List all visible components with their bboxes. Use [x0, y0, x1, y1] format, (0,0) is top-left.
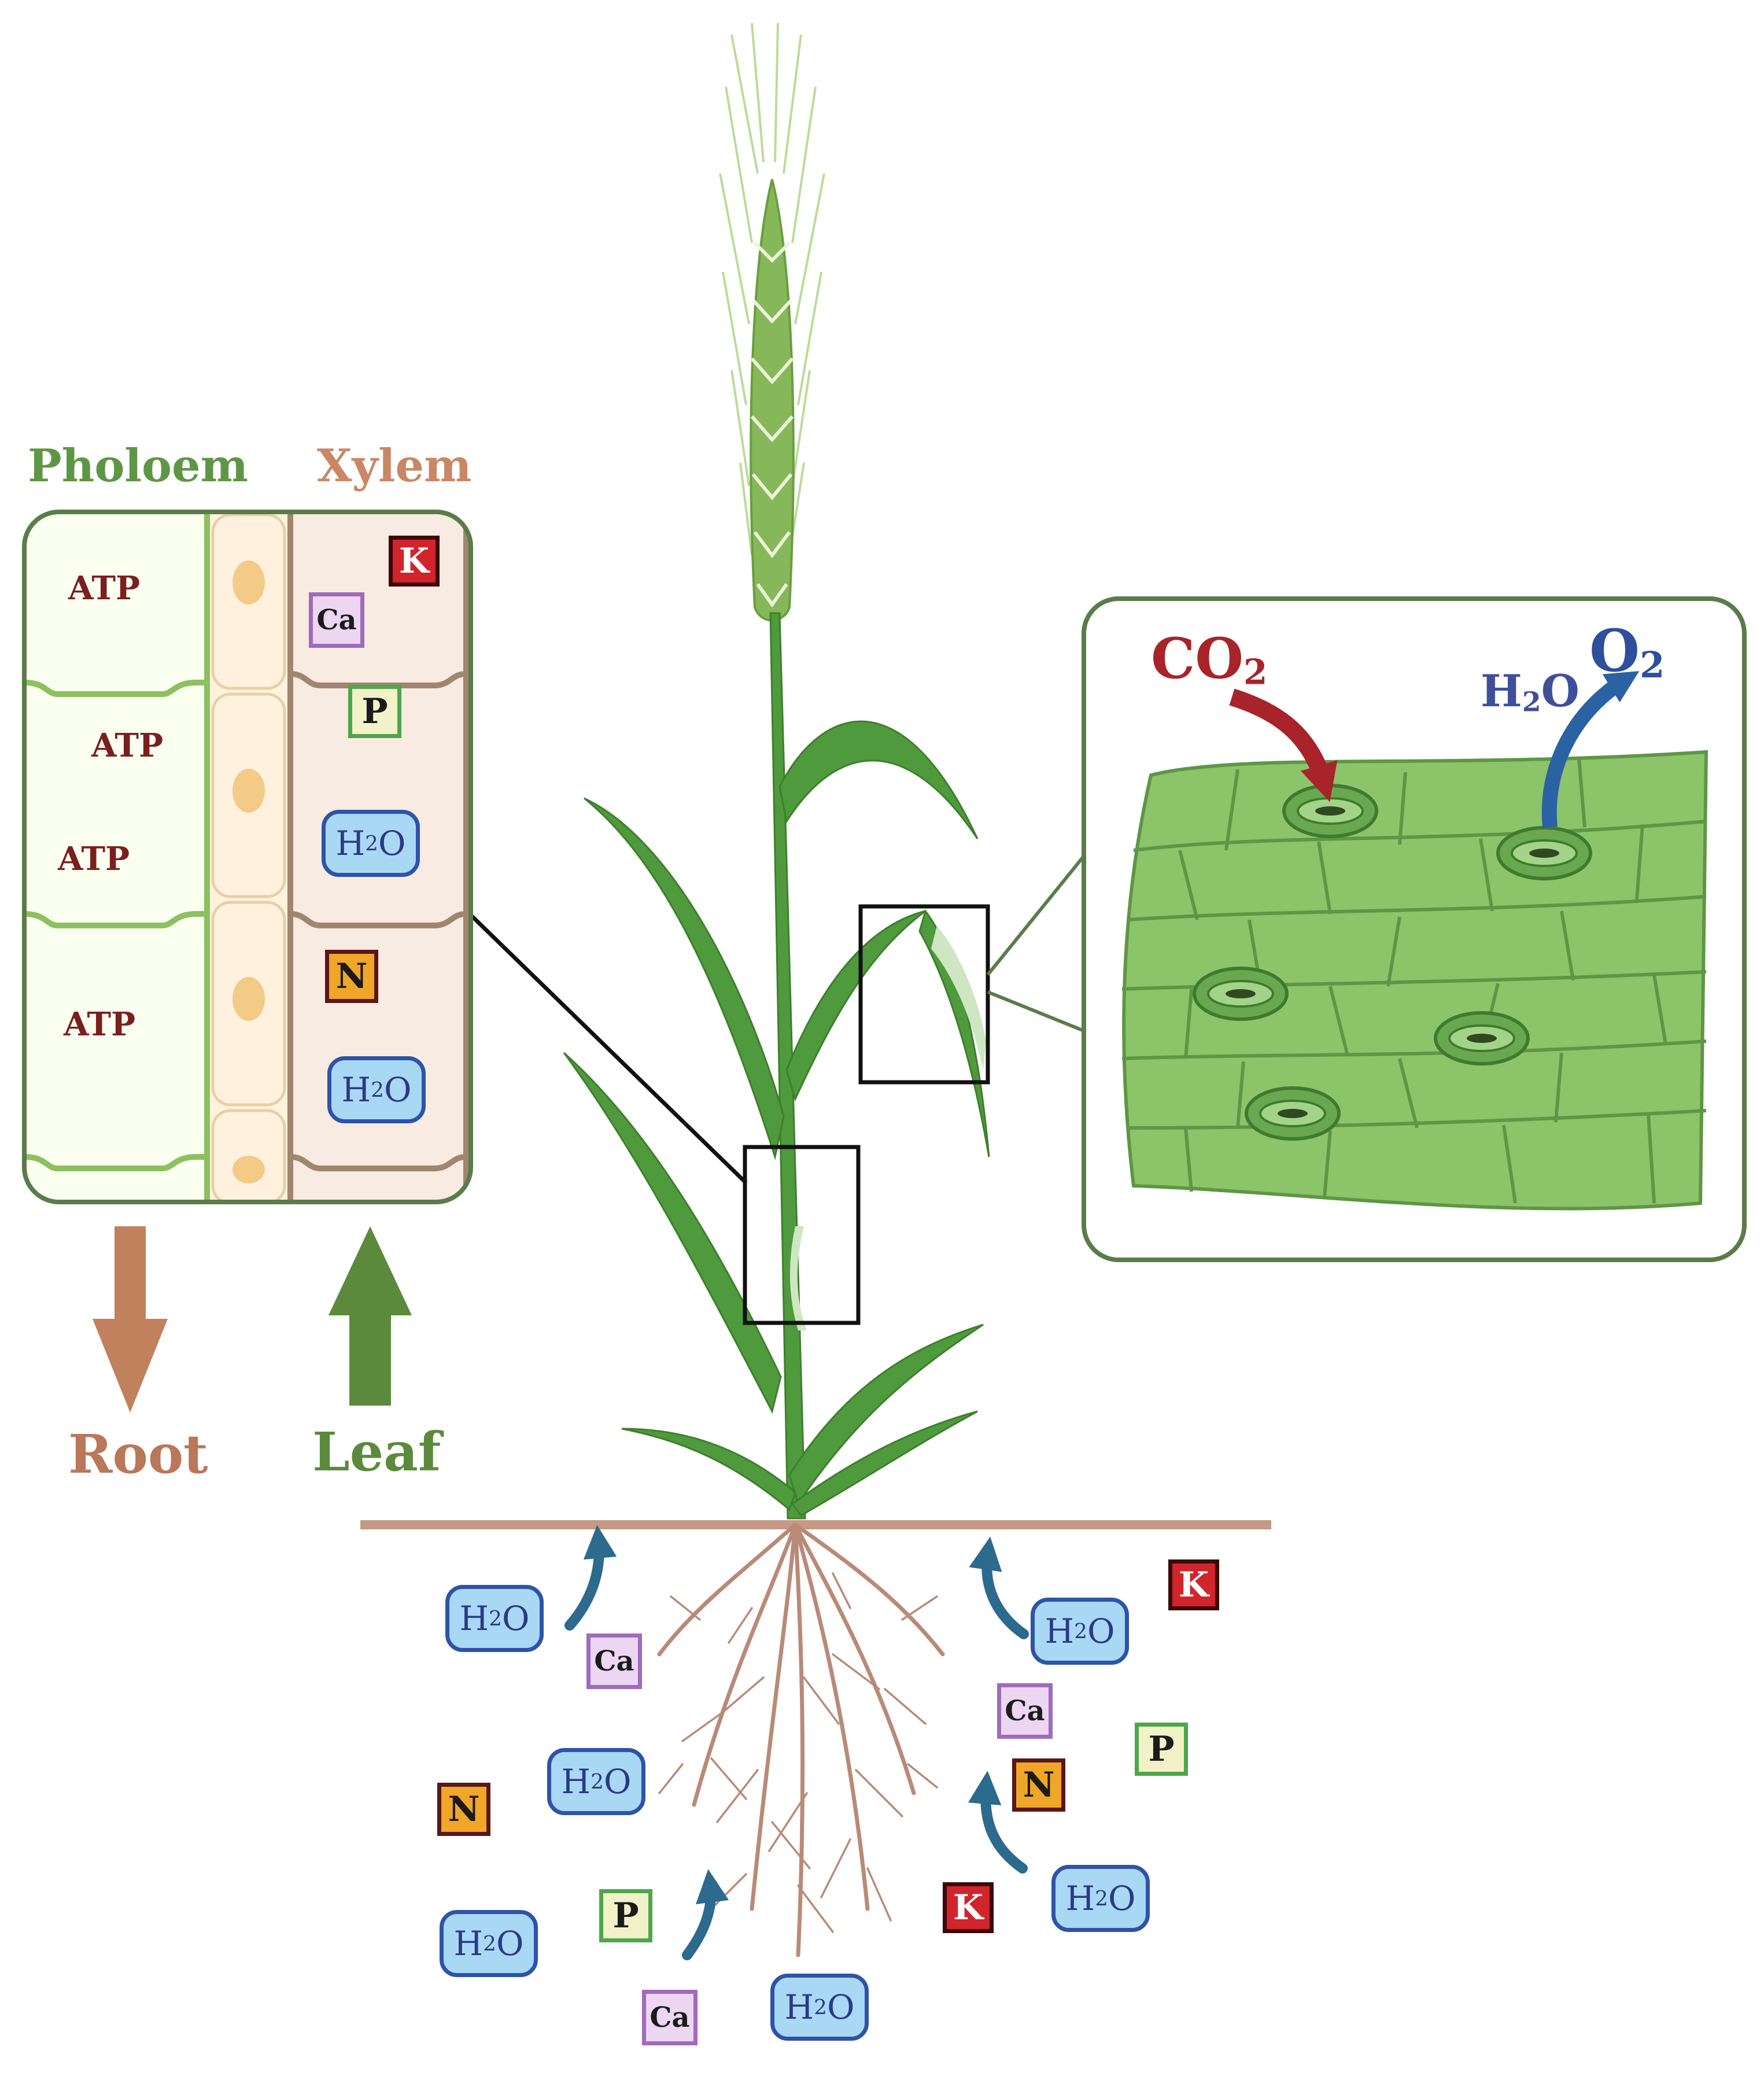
- atp-label-2: ATP: [91, 727, 164, 765]
- transpired-water-label: H2O: [1481, 665, 1580, 718]
- phloem-label: Pholoem: [28, 440, 249, 492]
- root-label: Root: [68, 1423, 208, 1485]
- co2-label: CO2: [1151, 626, 1268, 693]
- leaf-connector-line-bottom: [987, 990, 1085, 1033]
- o2-outflow-arrow: [1541, 671, 1640, 828]
- nitrogen-chip: N: [1012, 1758, 1065, 1812]
- leaf-surface-panel: [1082, 596, 1747, 1262]
- atp-label-3: ATP: [58, 840, 130, 878]
- potassium-chip: K: [943, 1882, 994, 1933]
- potassium-chip: K: [389, 536, 440, 587]
- down-arrow-to-root: [93, 1226, 168, 1413]
- leaf-zoom-box: [858, 904, 990, 1085]
- wheat-ear: [719, 23, 825, 622]
- nitrogen-chip: N: [437, 1783, 490, 1836]
- uptake-arrows: [564, 1525, 1029, 1960]
- stomata: [1193, 784, 1592, 1141]
- stem-connector-line: [468, 912, 748, 1185]
- wheat-stem-and-leaves: [563, 612, 990, 1520]
- calcium-chip: Ca: [997, 1683, 1053, 1739]
- phosphorus-chip: P: [599, 1889, 652, 1942]
- atp-label-1: ATP: [68, 569, 141, 607]
- highlight-leaf-segment: [931, 925, 986, 1070]
- calcium-chip: Ca: [309, 592, 364, 648]
- calcium-chip: Ca: [586, 1633, 642, 1689]
- highlight-stem-segment: [789, 1226, 807, 1330]
- up-arrow-to-leaf: [329, 1226, 412, 1406]
- phosphorus-chip: P: [1135, 1723, 1188, 1776]
- o2-label: O2: [1589, 617, 1665, 687]
- potassium-chip: K: [1168, 1559, 1219, 1610]
- calcium-chip: Ca: [642, 1990, 698, 2045]
- leaf-connector-line-top: [986, 855, 1086, 976]
- xylem-label: Xylem: [317, 440, 472, 492]
- phosphorus-chip: P: [348, 685, 401, 738]
- roots: [657, 1522, 945, 1957]
- nitrogen-chip: N: [325, 950, 378, 1003]
- atp-label-4: ATP: [64, 1005, 136, 1043]
- stem-zoom-box: [743, 1145, 861, 1325]
- co2-inflow-arrow: [1229, 688, 1338, 802]
- leaf-label: Leaf: [312, 1421, 441, 1483]
